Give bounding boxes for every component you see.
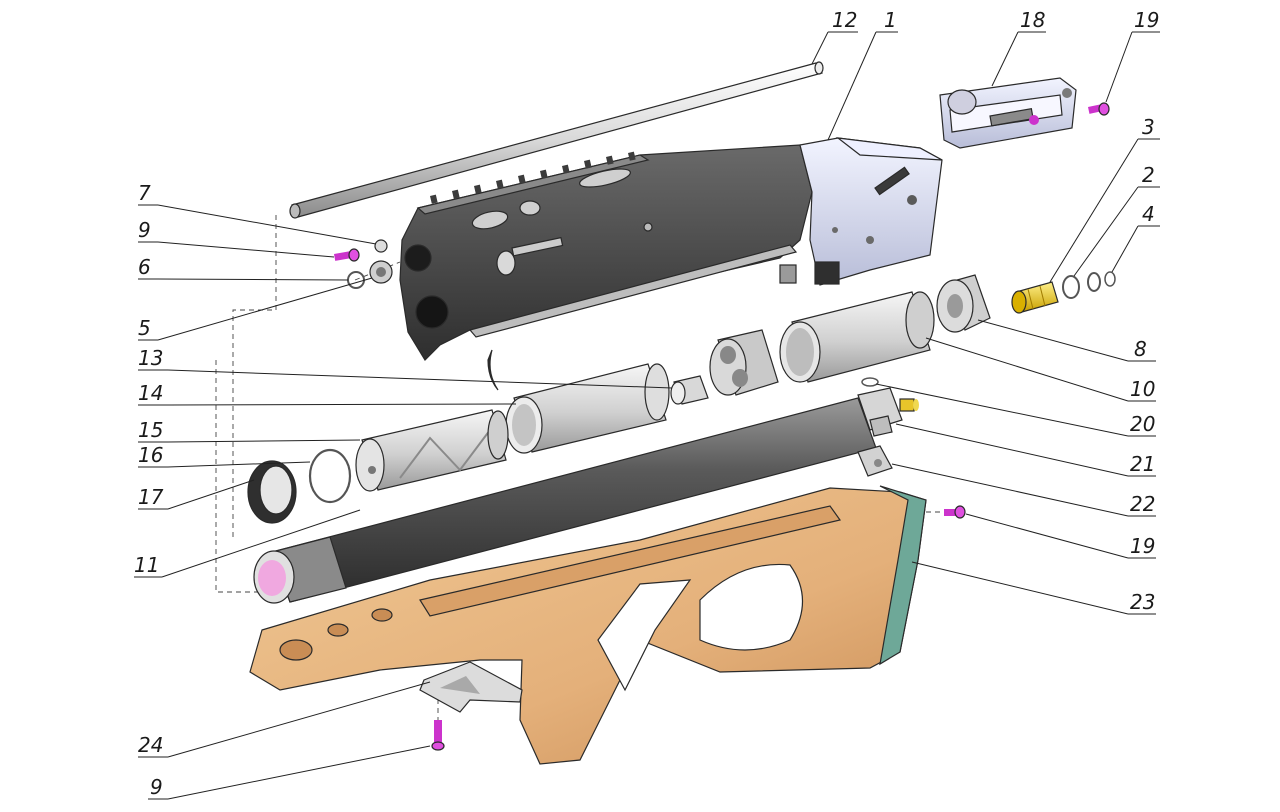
label-9-bottom: 9 bbox=[150, 775, 163, 799]
callouts: 12 1 18 19 3 2 4 7 9 6 bbox=[134, 8, 1160, 800]
label-19-top: 19 bbox=[1134, 8, 1159, 32]
label-23: 23 bbox=[1130, 590, 1155, 614]
label-24: 24 bbox=[138, 733, 163, 757]
label-17: 17 bbox=[138, 485, 164, 509]
part-13-bushing bbox=[670, 375, 709, 405]
part-24-trigger-guard bbox=[419, 661, 523, 713]
label-13: 13 bbox=[138, 346, 163, 370]
label-6: 6 bbox=[138, 255, 151, 279]
part-barrel bbox=[289, 61, 824, 219]
part-20-washer bbox=[861, 377, 879, 387]
part-5-bushing bbox=[369, 260, 393, 284]
label-8: 8 bbox=[1134, 337, 1147, 361]
part-15-valve-body bbox=[355, 409, 509, 492]
label-12: 12 bbox=[832, 8, 857, 32]
label-11: 11 bbox=[134, 553, 159, 577]
label-1: 1 bbox=[884, 8, 897, 32]
part-10-cylinder bbox=[779, 291, 935, 383]
label-14: 14 bbox=[138, 381, 163, 405]
part-23-stock bbox=[249, 485, 927, 765]
part-piston-head bbox=[709, 329, 779, 396]
label-22: 22 bbox=[1130, 492, 1155, 516]
label-5: 5 bbox=[138, 316, 151, 340]
screw-19-mid bbox=[944, 505, 966, 519]
label-16: 16 bbox=[138, 443, 163, 467]
screw-9-bottom bbox=[431, 720, 445, 751]
screw-9-top bbox=[334, 248, 360, 262]
part-4-washer bbox=[1087, 271, 1116, 292]
label-20: 20 bbox=[1130, 412, 1155, 436]
label-15: 15 bbox=[138, 418, 163, 442]
label-18: 18 bbox=[1020, 8, 1045, 32]
label-7: 7 bbox=[138, 181, 151, 205]
part-16-oring bbox=[308, 448, 352, 504]
part-rear-block bbox=[939, 77, 1077, 149]
label-4: 4 bbox=[1142, 202, 1155, 226]
screw-19-top bbox=[1088, 102, 1110, 116]
label-19-mid: 19 bbox=[1130, 534, 1155, 558]
label-21: 21 bbox=[1130, 452, 1155, 476]
part-receiver bbox=[399, 137, 943, 391]
part-14-sleeve bbox=[505, 363, 670, 454]
part-17-nut bbox=[247, 460, 297, 524]
label-3: 3 bbox=[1142, 115, 1155, 139]
part-8-end-cap bbox=[936, 274, 991, 333]
label-10: 10 bbox=[1130, 377, 1155, 401]
part-3-transfer-port bbox=[1011, 281, 1059, 314]
part-11-air-tube bbox=[253, 387, 919, 604]
label-9-top: 9 bbox=[138, 218, 151, 242]
label-2: 2 bbox=[1142, 163, 1155, 187]
part-22-block bbox=[857, 445, 893, 477]
part-2-oring bbox=[1062, 275, 1080, 299]
part-7-pin bbox=[374, 239, 388, 253]
